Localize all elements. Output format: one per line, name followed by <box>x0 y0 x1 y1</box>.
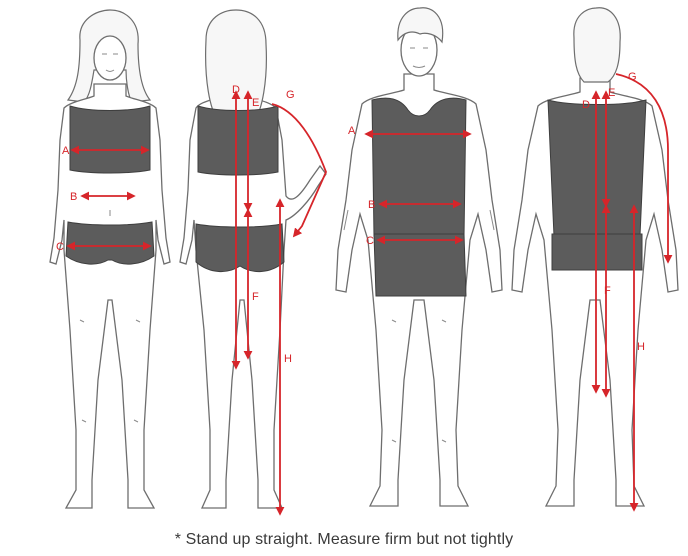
man-back-label-f: F <box>604 285 611 297</box>
man-back-label-h: H <box>637 341 645 353</box>
woman-back-label-h: H <box>284 353 292 365</box>
man-back-label-e: E <box>608 87 615 99</box>
woman-back-figure: D E F G H <box>180 10 326 514</box>
woman-front-label-b: B <box>70 191 77 203</box>
man-front-label-b: B <box>368 199 375 211</box>
man-front-figure: A B C <box>336 8 502 506</box>
man-front-label-c: C <box>366 235 374 247</box>
woman-front-figure: A B C <box>50 10 170 508</box>
measurement-instruction: * Stand up straight. Measure firm but no… <box>0 531 688 549</box>
man-front-label-a: A <box>348 125 356 137</box>
man-back-figure: D E F G H <box>512 8 678 510</box>
woman-back-label-g: G <box>286 89 295 101</box>
woman-back-label-d: D <box>232 84 240 96</box>
man-back-label-d: D <box>582 99 590 111</box>
body-measurement-diagram: A B C D E F G H A B C <box>0 0 688 528</box>
woman-front-label-a: A <box>62 145 70 157</box>
woman-back-label-f: F <box>252 291 259 303</box>
woman-back-label-e: E <box>252 97 259 109</box>
man-back-label-g: G <box>628 71 637 83</box>
woman-front-label-c: C <box>56 241 64 253</box>
